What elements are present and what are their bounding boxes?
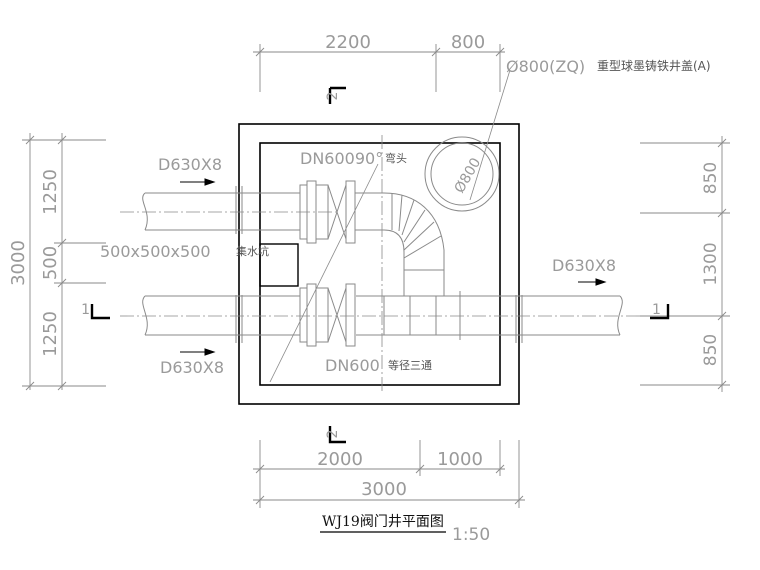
drawing-title: WJ19阀门井平面图 — [322, 514, 444, 530]
dim-bottom-2000: 2000 — [317, 449, 363, 470]
dim-lines-bottom — [253, 440, 525, 508]
tee-desc-label: 等径三通 — [388, 358, 432, 372]
dim-left-3000: 3000 — [8, 240, 29, 286]
svg-text:1: 1 — [652, 302, 661, 318]
dim-top-800: 800 — [451, 32, 485, 53]
cover-circle-label: Ø800 — [452, 155, 485, 196]
drawing-scale: 1:50 — [452, 525, 490, 545]
dim-right-850-lower: 850 — [701, 334, 721, 366]
valve-assembly-top — [299, 180, 384, 244]
section-mark-right: 1 — [650, 302, 670, 320]
pipe-top-left-label: D630X8 — [158, 155, 222, 174]
wall-sleeves — [235, 186, 523, 343]
manhole-cover-inner — [430, 142, 494, 206]
dim-top-2200: 2200 — [325, 32, 371, 53]
flow-arrows — [180, 178, 607, 356]
manhole-cover-desc-label: 重型球墨铸铁井盖(A) — [597, 58, 711, 73]
section-mark-left: 1 — [81, 302, 110, 320]
sump-pit — [259, 243, 299, 287]
dim-bottom-1000: 1000 — [437, 449, 483, 470]
tee-dim-label: DN600 — [325, 356, 380, 375]
dim-right-850-upper: 850 — [701, 162, 721, 194]
dim-lines-top — [253, 44, 505, 92]
dim-left-1250-lower: 1250 — [40, 311, 61, 357]
elbow-desc-label: 弯头 — [385, 151, 407, 165]
elbow-90 — [383, 192, 445, 296]
equal-tee — [383, 291, 461, 340]
leader-lines — [269, 69, 511, 383]
manhole-cover-outer — [424, 136, 500, 212]
valve-assembly-bottom — [299, 283, 356, 347]
dim-lines-left — [22, 133, 106, 391]
dim-lines-right — [640, 136, 730, 392]
section-mark-top: 2 — [325, 86, 346, 104]
svg-text:1: 1 — [81, 302, 90, 318]
dim-left-1250-upper: 1250 — [40, 169, 61, 215]
sump-dim-label: 500x500x500 — [100, 242, 211, 261]
dim-left-500: 500 — [40, 246, 61, 280]
pipe-bottom — [142, 295, 623, 336]
dim-bottom-3000: 3000 — [361, 479, 407, 500]
well-outer-wall — [238, 123, 520, 405]
pipe-right-label: D630X8 — [552, 256, 616, 275]
elbow-dim-label: DN60090° — [300, 149, 383, 168]
pipe-bottom-left-label: D630X8 — [160, 358, 224, 377]
dim-right-1300: 1300 — [701, 242, 721, 285]
section-mark-bottom: 2 — [325, 426, 346, 444]
pipe-top — [142, 192, 300, 231]
svg-text:2: 2 — [325, 92, 341, 101]
svg-text:2: 2 — [325, 430, 341, 439]
center-lines — [120, 135, 640, 392]
manhole-cover-dim-label: Ø800(ZQ) — [506, 57, 585, 76]
sump-desc-label: 集水坑 — [236, 244, 269, 258]
